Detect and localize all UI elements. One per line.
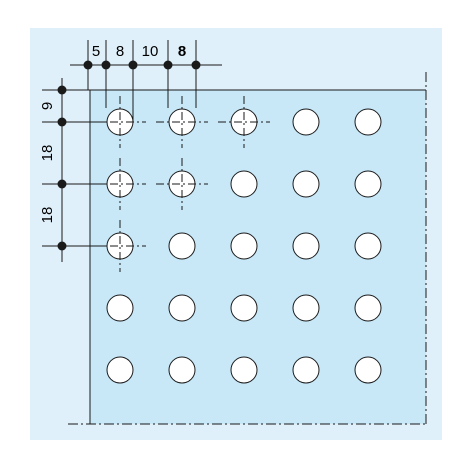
center-mark	[218, 96, 270, 148]
hole	[168, 232, 196, 260]
center-mark	[94, 96, 146, 148]
hole	[292, 294, 320, 322]
hole	[168, 294, 196, 322]
hole	[292, 356, 320, 384]
hole-grid	[94, 96, 382, 384]
center-mark	[94, 220, 146, 272]
hole	[354, 108, 382, 136]
hole	[230, 170, 258, 198]
hole	[230, 356, 258, 384]
top-dimension-label: 10	[142, 43, 159, 60]
dimension-dot	[101, 60, 111, 70]
dimension-dot	[57, 241, 67, 251]
top-dimension-label: 8	[116, 43, 124, 60]
hole	[354, 232, 382, 260]
center-mark	[156, 96, 208, 148]
hole	[106, 356, 134, 384]
hole	[354, 356, 382, 384]
hole	[292, 232, 320, 260]
dimension-dot	[83, 60, 93, 70]
hole	[230, 294, 258, 322]
hole	[168, 356, 196, 384]
dimension-dot	[57, 179, 67, 189]
top-dimension-label: 8	[178, 43, 186, 60]
top-dimension-label: 5	[92, 43, 100, 60]
left-dimension-label: 18	[39, 145, 56, 162]
dimension-dot	[57, 117, 67, 127]
hole	[354, 294, 382, 322]
dimension-dot	[57, 85, 67, 95]
hole	[106, 294, 134, 322]
hole	[292, 108, 320, 136]
center-mark	[156, 158, 208, 210]
hole	[354, 170, 382, 198]
dimension-dot	[163, 60, 173, 70]
center-mark	[94, 158, 146, 210]
left-dimension-label: 9	[39, 102, 56, 110]
hole	[292, 170, 320, 198]
hole	[230, 232, 258, 260]
dimension-dot	[128, 60, 138, 70]
dimension-dot	[191, 60, 201, 70]
left-dimension-label: 18	[39, 207, 56, 224]
